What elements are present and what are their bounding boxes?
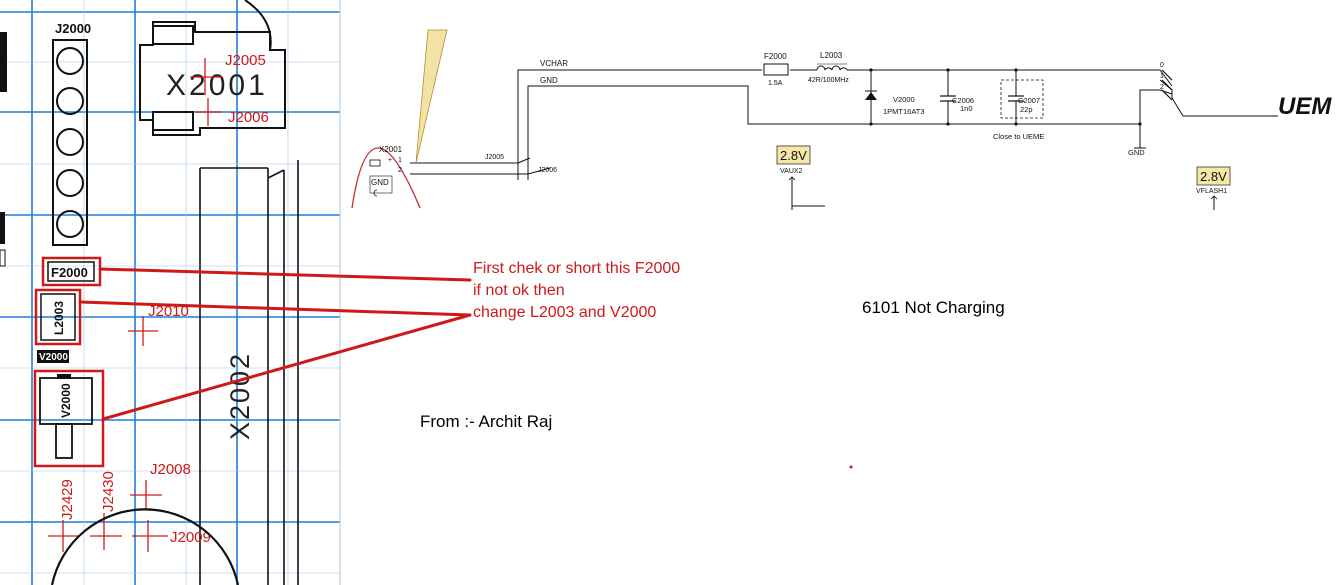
pcb-label-v2000-pad: V2000	[59, 383, 73, 418]
j2000-outline	[52, 39, 88, 246]
sch-f2000-value: 1.5A	[768, 80, 783, 87]
sch-diode	[865, 92, 877, 100]
sch-uem: UEM	[1278, 93, 1332, 120]
annotation-line-3: change L2003 and V2000	[473, 304, 657, 321]
sch-v2000-part: 1PMT16AT3	[883, 107, 925, 116]
x2001-lobe	[351, 147, 421, 209]
l2003-highlight	[34, 288, 82, 346]
sch-pin2: 2	[398, 167, 402, 174]
x2002-outline	[199, 160, 299, 585]
stray-dot	[849, 465, 853, 469]
sch-badge-vaux2	[776, 145, 811, 165]
pcb-label-j2009: J2009	[170, 529, 211, 546]
sch-c2007-box	[1000, 79, 1044, 119]
sch-fuse	[763, 63, 789, 76]
pcb-label-x2002: X2002	[225, 352, 255, 440]
sch-c2006-value: 1n0	[960, 104, 973, 113]
pcb-label-j2008: J2008	[150, 461, 191, 478]
sch-badge-vflash1-text: 2.8V	[1200, 169, 1227, 184]
pcb-label-j2005: J2005	[225, 52, 266, 69]
sch-inductor	[816, 65, 848, 72]
sch-f2000: F2000	[764, 52, 787, 61]
j2000-pads	[56, 47, 84, 238]
sch-j2006: J2006	[538, 167, 557, 174]
sch-badge-vflash1	[1196, 166, 1231, 186]
x2001-pointer	[415, 29, 448, 164]
page-title: 6101 Not Charging	[862, 298, 1005, 317]
sch-gnd-line: GND	[540, 76, 558, 85]
sch-c2007-value: 22p	[1020, 105, 1033, 114]
f2000-pad	[47, 261, 95, 282]
pcb-label-v2000-small: V2000	[39, 352, 68, 363]
l2003-pad	[40, 293, 76, 341]
sch-c2006: C2006	[952, 96, 974, 105]
pcb-label-j2006: J2006	[228, 109, 269, 126]
sch-gnd-connector: GND	[371, 178, 389, 187]
f2000-highlight	[41, 256, 102, 287]
sch-vaux2: VAUX2	[780, 168, 803, 175]
author-credit: From :- Archit Raj	[420, 412, 553, 431]
sch-gnd-right: GND	[1128, 148, 1145, 157]
pcb-label-l2003: L2003	[52, 301, 66, 335]
sch-pin-plus: +	[388, 157, 392, 164]
sch-j2005: J2005	[485, 154, 504, 161]
pcb-label-j2010: J2010	[148, 303, 189, 320]
pcb-label-j2429: J2429	[59, 479, 76, 520]
sch-badge-vaux2-text: 2.8V	[780, 148, 807, 163]
sch-close-to: Close to UEME	[993, 132, 1044, 141]
annotation-line-1: First chek or short this F2000	[473, 260, 681, 277]
pcb-round-outline	[50, 508, 240, 585]
sch-l2003-value: 42R/100MHz	[808, 77, 849, 84]
sch-out1: 1	[1160, 73, 1164, 80]
charging-schematic: X2001 + 1 2 GND J2005 J2006 VCHAR GND F2…	[351, 29, 1332, 210]
sch-out0: 0	[1160, 62, 1164, 69]
sch-l2003: L2003	[820, 51, 843, 60]
sch-c2007: C2007	[1018, 96, 1040, 105]
sch-out2: 2	[1160, 84, 1164, 91]
pcb-label-x2001: X2001	[166, 69, 268, 102]
sch-vflash1: VFLASH1	[1196, 188, 1227, 195]
pcb-label-j2000: J2000	[55, 21, 91, 36]
sch-v2000: V2000	[893, 95, 915, 104]
annotation-line-2: if not ok then	[473, 282, 565, 299]
sch-x2001: X2001	[379, 145, 403, 154]
pcb-label-f2000: F2000	[51, 265, 88, 280]
x2001-outline	[139, 0, 286, 136]
pcb-layout-view: J2000 X2001 J2005 J2006	[0, 0, 341, 585]
v2000-lead	[55, 423, 73, 459]
sch-pin1: 1	[398, 157, 402, 164]
sch-vchar: VCHAR	[540, 59, 568, 68]
pcb-label-j2430: J2430	[100, 471, 117, 512]
